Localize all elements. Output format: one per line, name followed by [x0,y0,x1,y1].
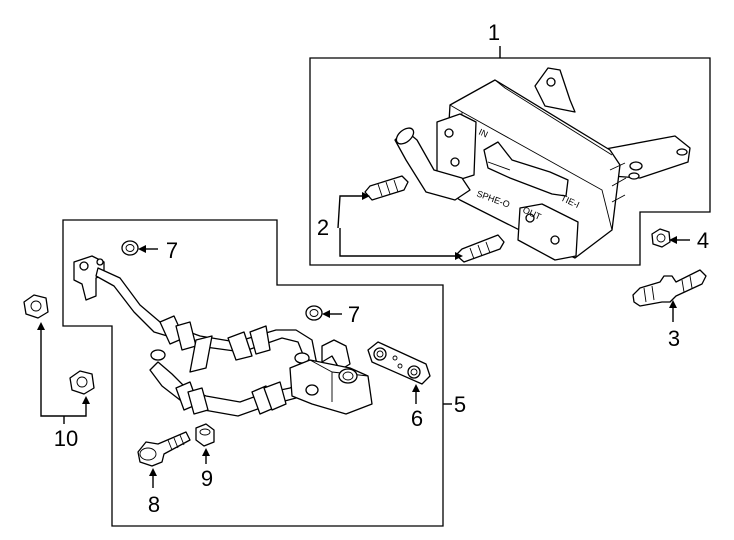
nut-4 [651,228,671,248]
arrow-10a [37,322,45,330]
seal-7-upper [121,240,139,256]
oil-cooler: IN SPHE-O TIE-I OUT [394,67,691,261]
arrow-6 [412,384,420,392]
arrow-4 [669,236,677,244]
callout-7b: 7 [348,302,360,327]
bolt-8 [137,431,191,467]
leader-10 [40,328,87,424]
gasket-plate-6 [367,341,431,385]
stud-lower [455,234,505,263]
nut-10-upper [23,294,49,319]
arrow-10b [82,396,90,404]
callout-5: 5 [454,392,466,417]
arrow-9 [202,448,210,456]
nut-10-lower [69,370,95,395]
seal-7-lower [305,305,323,321]
arrow-2a [362,192,370,200]
callout-7a: 7 [166,238,178,263]
callout-3: 3 [668,326,680,351]
stud-upper [364,175,409,201]
arrow-7b [322,310,330,318]
arrow-2b [455,252,463,260]
stud-3 [632,269,707,307]
callout-10: 10 [54,426,78,451]
cooler-stamp-in: IN [477,127,489,140]
callout-1: 1 [488,20,500,45]
arrow-7a [138,245,146,253]
arrow-3 [669,300,677,308]
nut-9 [195,423,215,447]
leader-2 [337,195,455,257]
cooler-hose-assembly [73,255,373,417]
callout-9: 9 [201,466,213,491]
callout-6: 6 [411,406,423,431]
callout-2: 2 [317,215,329,240]
arrow-8 [149,468,157,476]
callout-4: 4 [697,228,709,253]
callout-8: 8 [148,492,160,517]
cooler-assembly-box [309,57,711,266]
hose-assembly-box [62,219,444,527]
